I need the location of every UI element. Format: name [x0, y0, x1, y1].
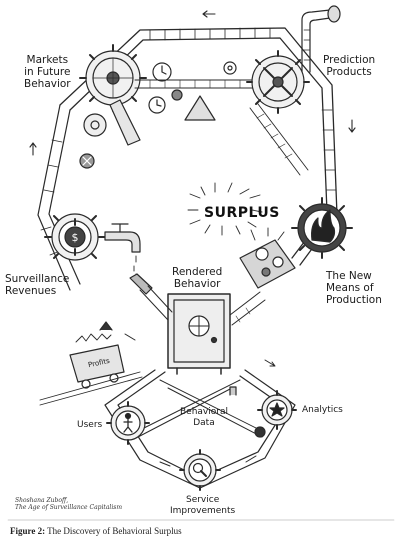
label-surplus: SURPLUS — [204, 205, 280, 221]
analytics-gear — [255, 391, 296, 437]
markets-gear — [80, 45, 146, 111]
label-rendered: Rendered Behavior — [172, 266, 222, 290]
caption-figure-number: Figure 2: — [10, 526, 45, 536]
small-gears-left — [80, 100, 140, 168]
production-fire-gear — [292, 198, 352, 258]
label-users: Users — [77, 420, 102, 431]
label-revenues: Surveillance Revenues — [5, 273, 69, 297]
author-credit: Shoshana Zuboff, The Age of Surveillance… — [15, 497, 122, 511]
caption-title: The Discovery of Behavioral Surplus — [47, 526, 181, 536]
link-chain — [250, 104, 308, 175]
svg-text:$: $ — [72, 231, 79, 244]
label-analytics: Analytics — [302, 405, 343, 416]
service-magnifier-gear — [180, 450, 220, 490]
surplus-machine — [240, 228, 295, 288]
faucet — [105, 224, 152, 294]
label-markets: Markets in Future Behavior — [24, 54, 71, 90]
label-prediction: Prediction Products — [323, 54, 375, 78]
figure-caption: Figure 2: The Discovery of Behavioral Su… — [10, 526, 182, 536]
prediction-gear — [247, 51, 309, 113]
label-means: The New Means of Production — [326, 270, 382, 306]
safe-vault — [168, 294, 230, 374]
users-gear — [107, 402, 149, 444]
label-behavioral-data: Behavioral Data — [180, 407, 228, 429]
label-service: Service Improvements — [170, 495, 235, 517]
